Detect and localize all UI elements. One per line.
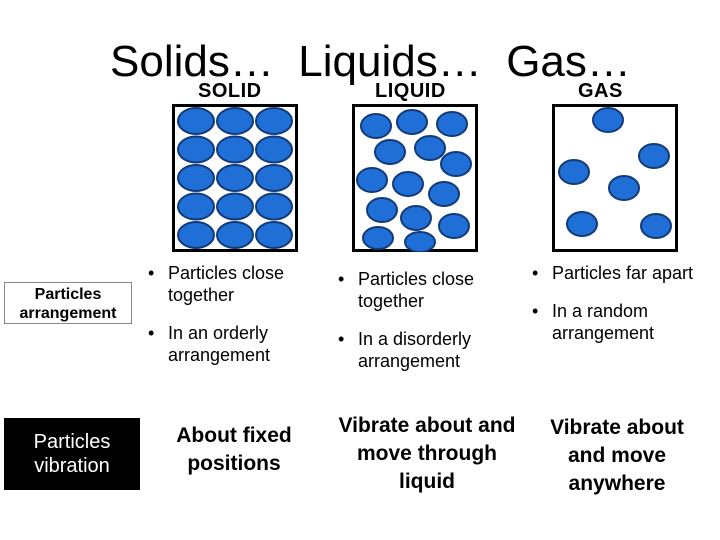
liquid-particle (357, 168, 387, 192)
row-label-vibration: Particles vibration (4, 418, 140, 490)
solid-particle (256, 137, 292, 163)
solid-particle (178, 194, 214, 220)
state-label-solid: SOLID (198, 80, 262, 103)
liquid-particle (439, 214, 469, 238)
solid-particle (217, 222, 253, 248)
solid-particle (256, 108, 292, 134)
liquid-arrangement-item: Particles close together (330, 268, 518, 312)
title-solids: Solids… (110, 37, 274, 86)
solid-particle (256, 222, 292, 248)
title-liquids: Liquids… (298, 37, 481, 86)
liquid-particle (363, 227, 393, 249)
liquid-particle (405, 232, 435, 252)
liquid-vibration-text: Vibrate about and move through liquid (334, 412, 520, 512)
solid-arrangement-list: Particles close together In an orderly a… (140, 262, 325, 366)
gas-arrangement-list: Particles far apart In a random arrangem… (524, 262, 716, 344)
solid-particle (178, 108, 214, 134)
solid-particle (217, 194, 253, 220)
state-label-liquid: LIQUID (375, 80, 446, 103)
liquid-particle (437, 112, 467, 136)
solid-particle (178, 137, 214, 163)
solid-particle (217, 165, 253, 191)
gas-particle-diagram (552, 104, 678, 252)
title-gas: Gas… (506, 37, 631, 86)
gas-particle (641, 214, 671, 238)
solid-arrangement-cell: Particles close together In an orderly a… (140, 262, 325, 388)
state-label-gas: GAS (578, 80, 623, 103)
liquid-particle (361, 114, 391, 138)
gas-particle (567, 212, 597, 236)
liquid-particle (415, 136, 445, 160)
row-label-arrangement: Particles arrangement (4, 282, 132, 324)
gas-arrangement-cell: Particles far apart In a random arrangem… (524, 262, 716, 388)
solid-arrangement-item: In an orderly arrangement (140, 322, 325, 366)
solid-particle (178, 165, 214, 191)
gas-particle (609, 176, 639, 200)
liquid-arrangement-list: Particles close together In a disorderly… (330, 268, 518, 372)
solid-particle (256, 165, 292, 191)
solid-vibration-text: About fixed positions (150, 422, 318, 502)
gas-particle (593, 108, 623, 132)
gas-vibration-text: Vibrate about and move anywhere (530, 414, 704, 514)
liquid-particle (429, 182, 459, 206)
liquid-particle-diagram (352, 104, 478, 252)
liquid-arrangement-cell: Particles close together In a disorderly… (330, 268, 518, 388)
liquid-particle (441, 152, 471, 176)
solid-particle (217, 108, 253, 134)
liquid-particle (367, 198, 397, 222)
liquid-particle (375, 140, 405, 164)
solid-particle (178, 222, 214, 248)
slide-title: Solids… Liquids… Gas… (110, 40, 631, 84)
gas-particle (559, 160, 589, 184)
solid-particle (217, 137, 253, 163)
gas-arrangement-item: Particles far apart (524, 262, 716, 284)
solid-particle-diagram (172, 104, 298, 252)
solid-arrangement-item: Particles close together (140, 262, 325, 306)
liquid-arrangement-item: In a disorderly arrangement (330, 328, 518, 372)
liquid-particle (397, 110, 427, 134)
gas-arrangement-item: In a random arrangement (524, 300, 716, 344)
gas-particle (639, 144, 669, 168)
solid-particle (256, 194, 292, 220)
liquid-particle (401, 206, 431, 230)
liquid-particle (393, 172, 423, 196)
